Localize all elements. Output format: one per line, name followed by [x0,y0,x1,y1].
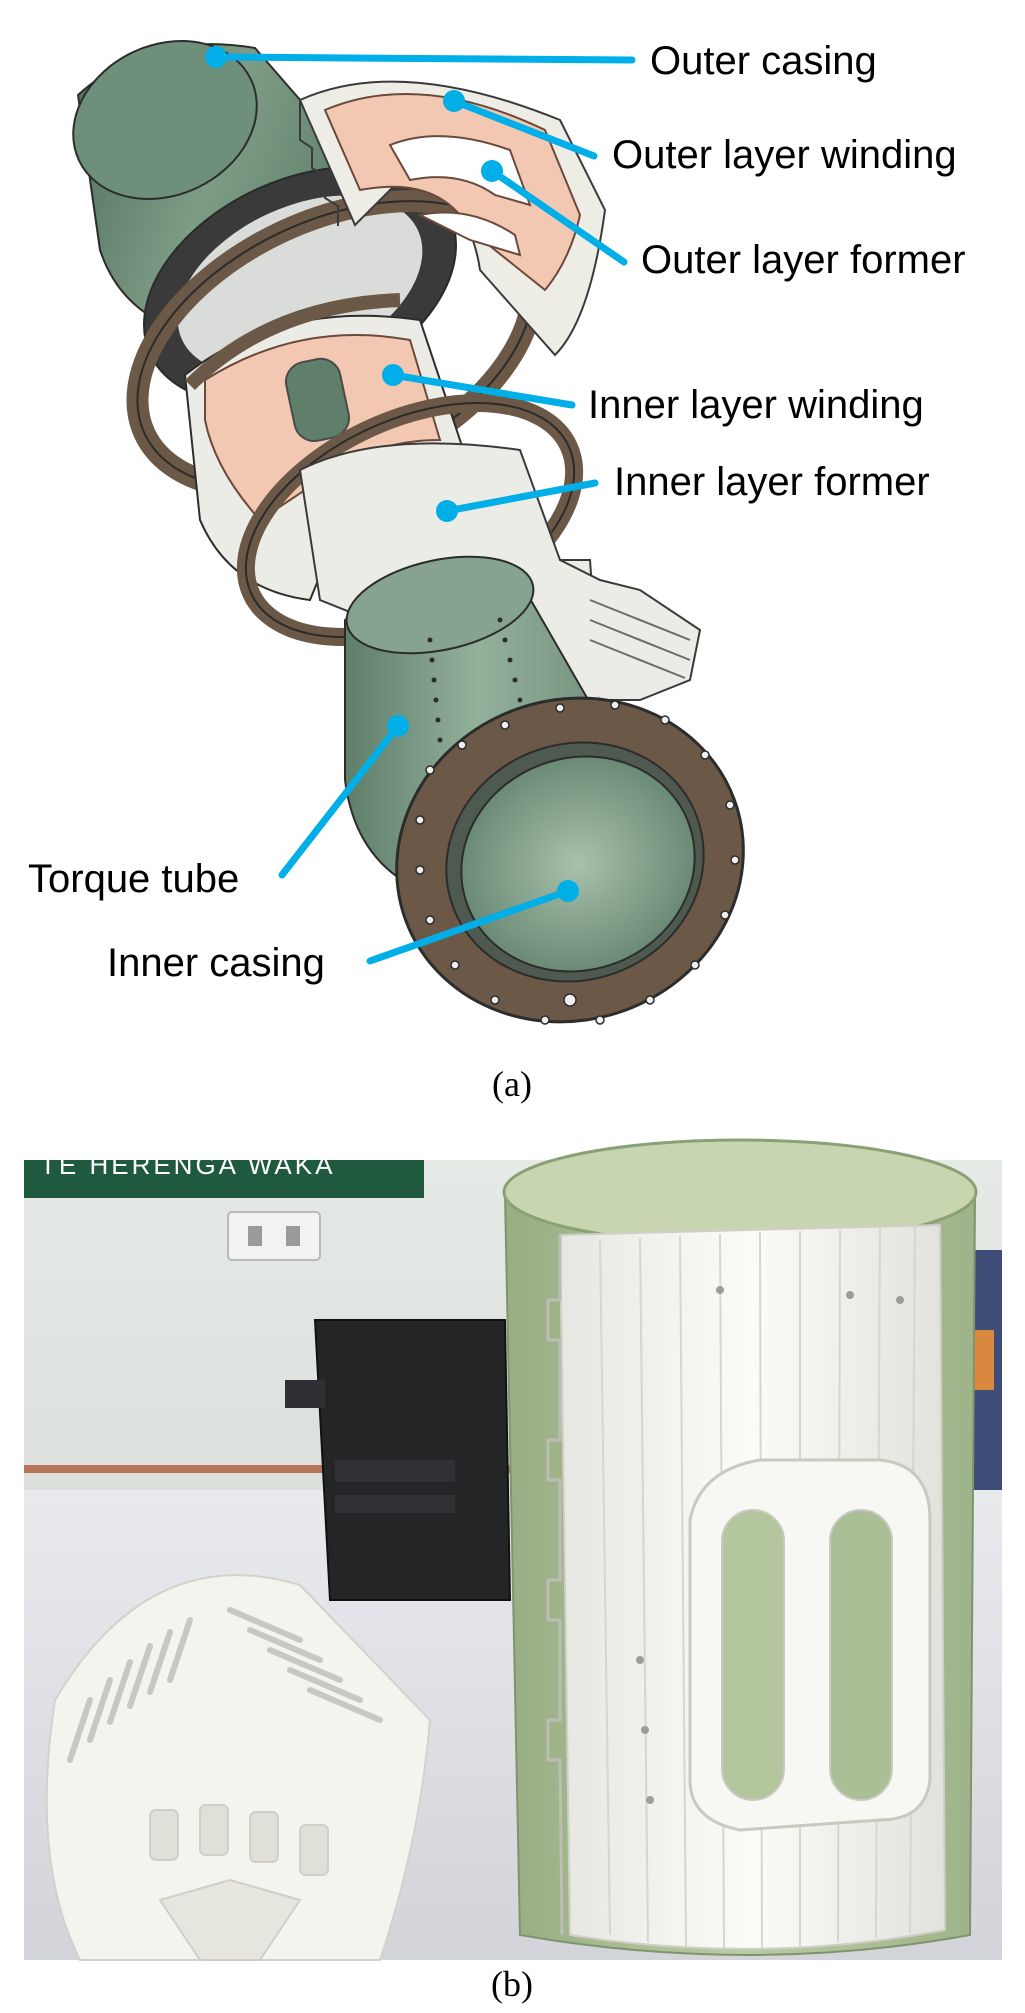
photo-outer-former [45,1574,432,1961]
label-inner-casing: Inner casing [107,941,325,985]
leader-outer-layer-former [488,167,628,266]
leader-torque-tube [278,722,402,879]
outer-layer-winding-part [298,80,607,357]
leader-inner-layer-winding [389,371,576,409]
dot-outer-layer-former [481,160,503,182]
wall-sign-text: TE HERENGA WAKA [40,1150,335,1180]
leader-lines [205,46,636,965]
label-inner-layer-winding: Inner layer winding [588,383,924,427]
dot-inner-layer-former [436,500,458,522]
black-case [285,1319,512,1601]
dot-torque-tube [387,715,409,737]
dot-outer-layer-winding [443,90,465,112]
caption-b: (b) [491,1964,533,2004]
label-outer-casing: Outer casing [650,39,877,83]
leader-inner-layer-former [443,479,599,515]
panel-b-photo: TE HERENGA WAKA [24,1138,1002,1961]
leader-inner-casing [366,887,572,965]
wall-socket [227,1211,321,1261]
photo-inner-former [546,1223,947,1950]
label-outer-layer-former: Outer layer former [641,238,966,282]
leader-outer-layer-winding [450,97,598,160]
part-labels: Outer casing Outer layer winding Outer l… [28,39,966,985]
label-torque-tube: Torque tube [28,857,239,901]
dot-inner-layer-winding [382,364,404,386]
leader-outer-casing [212,53,636,64]
label-outer-layer-winding: Outer layer winding [612,133,957,177]
inner-casing-part [395,696,745,1025]
wall-sign [24,1160,424,1198]
dot-inner-casing [557,880,579,902]
label-inner-layer-former: Inner layer former [614,460,930,504]
panel-a-illustration [72,40,745,1025]
dot-outer-casing [205,46,227,68]
caption-a: (a) [492,1064,532,1104]
